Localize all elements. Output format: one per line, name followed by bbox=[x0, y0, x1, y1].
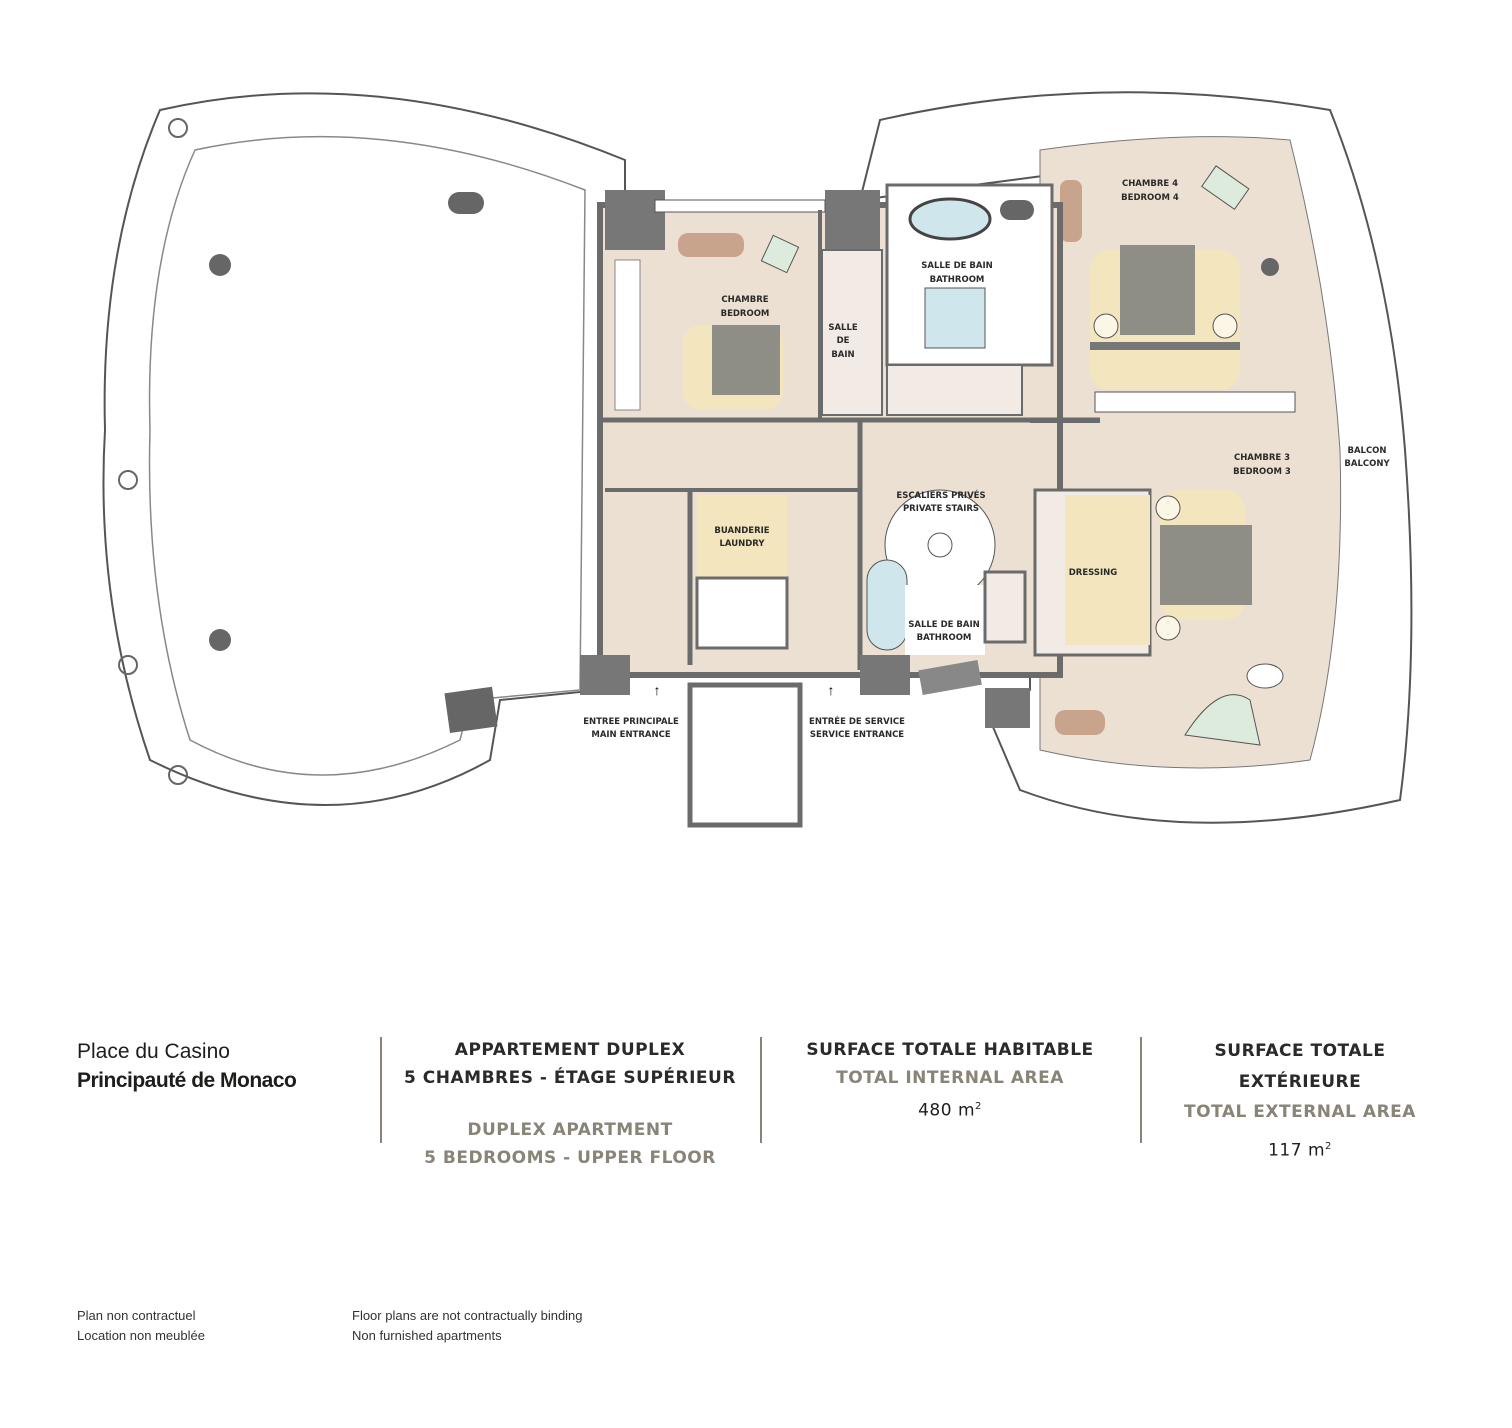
room-label: BATHROOM bbox=[917, 633, 972, 643]
room-label: SALLE DE BAIN bbox=[908, 620, 979, 630]
location-country: Principauté de Monaco bbox=[77, 1069, 297, 1092]
bathtub-icon bbox=[908, 197, 992, 241]
external-area-en: TOTAL EXTERNAL AREA bbox=[1184, 1102, 1416, 1122]
column-icon bbox=[209, 629, 231, 651]
apartment-en-line1: DUPLEX APARTMENT bbox=[467, 1120, 673, 1140]
bed-icon bbox=[1160, 525, 1252, 605]
location-place: Place du Casino bbox=[77, 1040, 230, 1063]
entrance-label: ENTREE PRINCIPALE bbox=[583, 717, 679, 727]
room-label: SALLE DE BAIN bbox=[921, 261, 992, 271]
internal-area-value: 480 m2 bbox=[765, 1092, 1135, 1126]
entrance-label: MAIN ENTRANCE bbox=[591, 730, 670, 740]
disclaimer-line: Plan non contractuel bbox=[77, 1308, 196, 1323]
external-area-fr1: SURFACE TOTALE bbox=[1214, 1041, 1386, 1061]
unit-exponent: 2 bbox=[975, 1101, 982, 1112]
room-label: BALCON bbox=[1347, 446, 1386, 456]
room-label: BAIN bbox=[831, 350, 854, 360]
location-block: Place du Casino Principauté de Monaco bbox=[77, 1038, 297, 1096]
internal-area-en: TOTAL INTERNAL AREA bbox=[836, 1068, 1064, 1088]
room-label: DE bbox=[837, 336, 850, 346]
divider bbox=[760, 1037, 762, 1143]
disclaimer-line: Floor plans are not contractually bindin… bbox=[352, 1308, 583, 1323]
column-icon bbox=[209, 254, 231, 276]
area-number: 117 m bbox=[1268, 1140, 1326, 1161]
entrance-label: ENTRÉE DE SERVICE bbox=[809, 715, 905, 727]
floor-plan: ↑ ↑ CHAMBRE BEDROOM SALLE DE BAIN SALLE … bbox=[102, 91, 1413, 828]
bed-icon bbox=[1120, 245, 1195, 335]
room-label: DRESSING bbox=[1069, 568, 1118, 578]
disclaimer-fr: Plan non contractuel Location non meublé… bbox=[77, 1306, 205, 1346]
arrow-up-icon: ↑ bbox=[828, 682, 835, 698]
apartment-block: APPARTEMENT DUPLEX 5 CHAMBRES - ÉTAGE SU… bbox=[385, 1036, 755, 1172]
disclaimer-line: Non furnished apartments bbox=[352, 1328, 502, 1343]
apartment-fr-line1: APPARTEMENT DUPLEX bbox=[454, 1040, 686, 1060]
room-label: BALCONY bbox=[1344, 459, 1390, 469]
room-label: CHAMBRE bbox=[721, 295, 768, 305]
room-label: BEDROOM bbox=[721, 309, 770, 319]
apartment-fr-line2: 5 CHAMBRES - ÉTAGE SUPÉRIEUR bbox=[404, 1068, 736, 1088]
room-label: PRIVATE STAIRS bbox=[903, 504, 979, 514]
external-area-block: SURFACE TOTALE EXTÉRIEURE TOTAL EXTERNAL… bbox=[1145, 1036, 1455, 1166]
room-label: BEDROOM 4 bbox=[1121, 193, 1179, 203]
left-terrace bbox=[102, 92, 626, 806]
room-label: BEDROOM 3 bbox=[1233, 467, 1291, 477]
divider bbox=[1140, 1037, 1142, 1143]
room-label: CHAMBRE 3 bbox=[1234, 453, 1290, 463]
arrow-up-icon: ↑ bbox=[654, 682, 661, 698]
room-label: LAUNDRY bbox=[719, 539, 765, 549]
apartment-en-line2: 5 BEDROOMS - UPPER FLOOR bbox=[424, 1148, 716, 1168]
divider bbox=[380, 1037, 382, 1143]
area-number: 480 m bbox=[918, 1100, 976, 1121]
room-label: ESCALIERS PRIVÉS bbox=[896, 489, 985, 501]
disclaimer-en: Floor plans are not contractually bindin… bbox=[352, 1306, 583, 1346]
disclaimer-line: Location non meublée bbox=[77, 1328, 205, 1343]
room-label: BUANDERIE bbox=[714, 526, 769, 536]
bed-icon bbox=[712, 325, 780, 395]
external-area-fr2: EXTÉRIEURE bbox=[1238, 1072, 1362, 1092]
internal-area-block: SURFACE TOTALE HABITABLE TOTAL INTERNAL … bbox=[765, 1036, 1135, 1126]
room-label: BATHROOM bbox=[930, 275, 985, 285]
central-building: ↑ ↑ bbox=[580, 183, 1152, 828]
unit-exponent: 2 bbox=[1325, 1141, 1332, 1152]
room-label: SALLE bbox=[828, 323, 858, 333]
room-label: CHAMBRE 4 bbox=[1122, 179, 1178, 189]
entrance-label: SERVICE ENTRANCE bbox=[810, 730, 904, 740]
external-area-value: 117 m2 bbox=[1145, 1132, 1455, 1166]
internal-area-fr: SURFACE TOTALE HABITABLE bbox=[806, 1040, 1094, 1060]
